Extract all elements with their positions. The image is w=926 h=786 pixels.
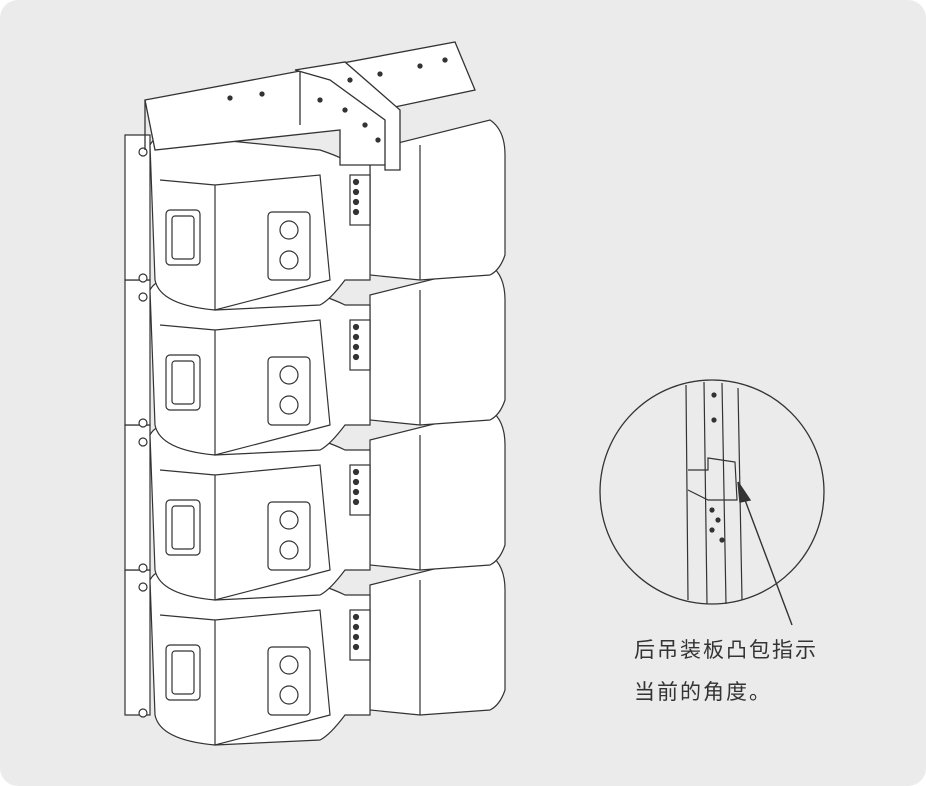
rigging-bracket — [144, 41, 476, 171]
speakon-connector — [279, 685, 299, 705]
handle-recess — [165, 209, 201, 266]
speakon-connector — [279, 365, 299, 385]
detail-magnifier — [599, 379, 825, 626]
speaker-stack — [124, 119, 506, 746]
pointer-arrow — [737, 481, 793, 626]
speakon-connector — [279, 220, 299, 240]
speaker-cabinet — [124, 554, 506, 746]
speakon-connector — [279, 395, 299, 415]
detail-circle — [599, 379, 825, 605]
connector-plate — [267, 501, 311, 571]
connector-plate — [267, 211, 311, 281]
speaker-cabinet — [124, 264, 506, 456]
caption-line-2: 当前的角度。 — [634, 680, 772, 704]
caption-line-1: 后吊装板凸包指示 — [634, 638, 818, 662]
speakon-connector — [279, 540, 299, 560]
handle-recess — [165, 499, 201, 556]
connector-plate — [267, 356, 311, 426]
handle-recess — [165, 354, 201, 411]
speaker-cabinet — [124, 409, 506, 601]
connector-plate — [267, 646, 311, 716]
speaker-cabinet — [124, 119, 506, 311]
speakon-connector — [279, 510, 299, 530]
speakon-connector — [279, 655, 299, 675]
speakon-connector — [279, 250, 299, 270]
handle-recess — [165, 644, 201, 701]
detail-rail — [685, 381, 743, 605]
